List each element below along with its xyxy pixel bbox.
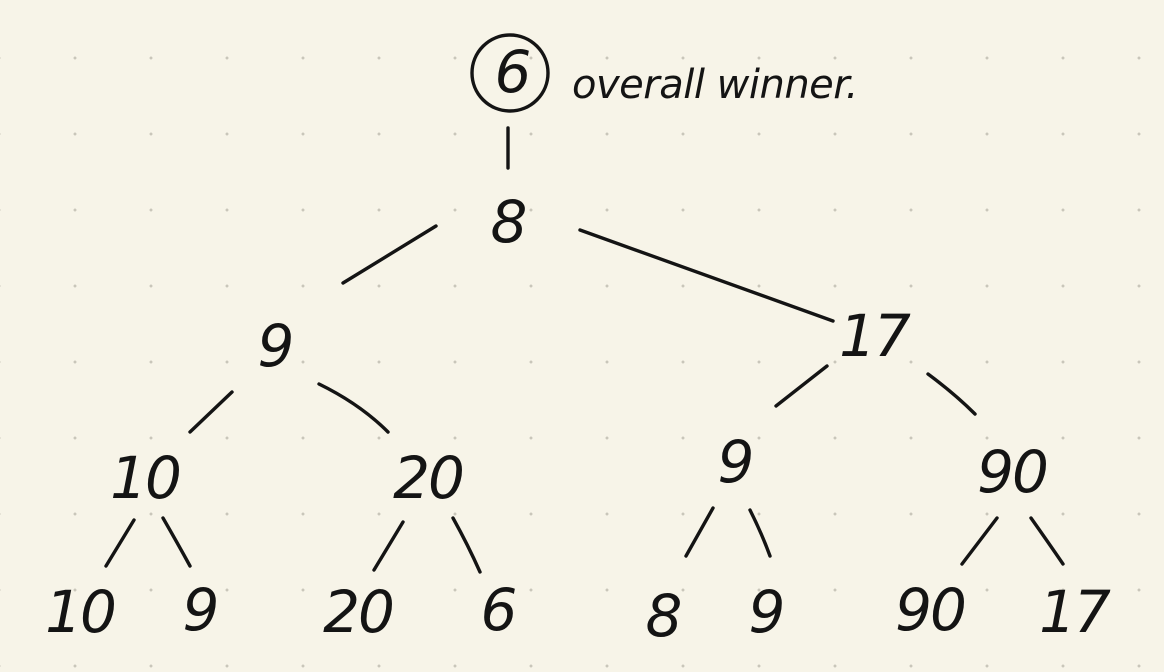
- edge-root-left: [341, 224, 438, 285]
- edge-10-9: [161, 516, 192, 568]
- edge-10-10: [104, 518, 136, 568]
- edge-9-8: [684, 506, 715, 558]
- leaf-node-3: 6: [481, 576, 516, 644]
- level2-node-0: 10: [110, 444, 180, 512]
- winner-circle: [470, 33, 550, 113]
- level2-node-2: 9: [718, 428, 753, 496]
- edge-9-9: [748, 508, 772, 558]
- level2-node-1: 20: [393, 444, 463, 512]
- edge-20-20: [372, 520, 405, 572]
- edge-90-17: [1029, 516, 1065, 566]
- winner-value: 6: [495, 38, 530, 106]
- winner-note: overall winner.: [572, 62, 858, 108]
- leaf-node-4: 8: [646, 582, 681, 650]
- leaf-node-6: 90: [895, 576, 965, 644]
- winner-node: 6: [470, 33, 550, 113]
- edge-9-20: [317, 382, 390, 434]
- edge-9-10: [188, 390, 234, 434]
- edge-17-90: [926, 372, 977, 416]
- edge-90-90: [960, 516, 999, 566]
- leaf-node-1: 9: [183, 576, 218, 644]
- level1-right-node: 17: [839, 302, 911, 370]
- level2-node-3: 90: [977, 438, 1047, 506]
- edge-root-right: [578, 228, 835, 323]
- leaf-node-0: 10: [45, 578, 115, 646]
- leaf-node-7: 17: [1039, 578, 1111, 646]
- root-node: 8: [491, 188, 526, 256]
- level1-left-node: 9: [258, 312, 293, 380]
- edge-20-6: [451, 516, 482, 574]
- edge-17-9: [774, 364, 829, 408]
- leaf-node-5: 9: [749, 578, 784, 646]
- leaf-node-2: 20: [323, 578, 393, 646]
